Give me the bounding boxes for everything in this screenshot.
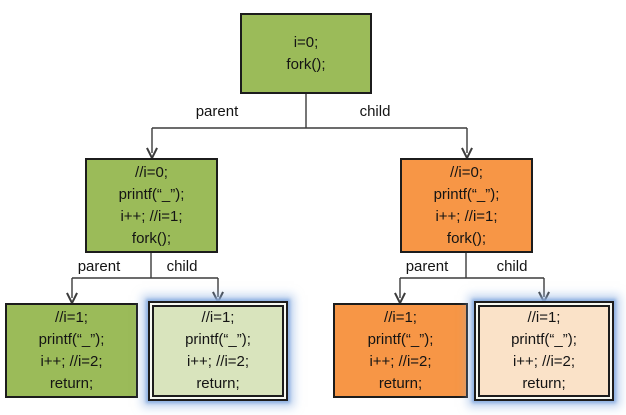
code-line: i++; //i=2; [369,352,432,370]
code-line: fork(); [446,229,487,247]
code-line: return; [522,375,566,392]
code-line: printf(“_”); [511,331,577,348]
code-line: //i=1; [55,308,88,326]
code-line: i++; //i=2; [512,353,576,370]
edge-label-l1-parent: parent [195,103,239,120]
code-line: //i=0; [135,163,168,181]
node-root: i=0; fork(); [240,13,372,94]
code-line: return; [196,375,240,392]
node-leaf-child-child: //i=1; printf(“_”); i++; //i=2; return; [474,301,614,401]
node-leaf-parent-child: //i=1; printf(“_”); i++; //i=2; return; [148,301,288,401]
code-line: i++; //i=2; [40,352,103,370]
code-line: printf(“_”); [38,330,105,348]
edge-label-l2l-child: child [166,258,198,275]
edge-label-l1-child: child [359,103,391,120]
edge-label-l2r-parent: parent [405,258,449,275]
code-line: fork(); [131,229,172,247]
code-line: printf(“_”); [118,185,185,203]
code-line: i++; //i=2; [186,353,250,370]
code-line: i=0; [293,33,319,51]
node-leaf-parent-child-inner: //i=1; printf(“_”); i++; //i=2; return; [152,305,284,397]
code-line: printf(“_”); [367,330,434,348]
code-line: return; [49,374,94,392]
code-line: //i=1; [201,309,235,326]
code-line: //i=1; [384,308,417,326]
node-leaf-child-child-inner: //i=1; printf(“_”); i++; //i=2; return; [478,305,610,397]
code-line: i++; //i=1; [120,207,183,225]
code-line: i++; //i=1; [435,207,498,225]
code-line: //i=0; [450,163,483,181]
edge-label-l2l-parent: parent [77,258,121,275]
node-leaf-child-parent: //i=1; printf(“_”); i++; //i=2; return; [333,303,468,398]
node-leaf-parent-parent: //i=1; printf(“_”); i++; //i=2; return; [5,303,138,398]
code-line: return; [378,374,423,392]
node-level1-child: //i=0; printf(“_”); i++; //i=1; fork(); [400,158,533,253]
code-line: fork(); [286,55,326,73]
edge-label-l2r-child: child [496,258,528,275]
node-level1-parent: //i=0; printf(“_”); i++; //i=1; fork(); [85,158,218,253]
code-line: printf(“_”); [433,185,500,203]
code-line: printf(“_”); [185,331,251,348]
code-line: //i=1; [527,309,561,326]
